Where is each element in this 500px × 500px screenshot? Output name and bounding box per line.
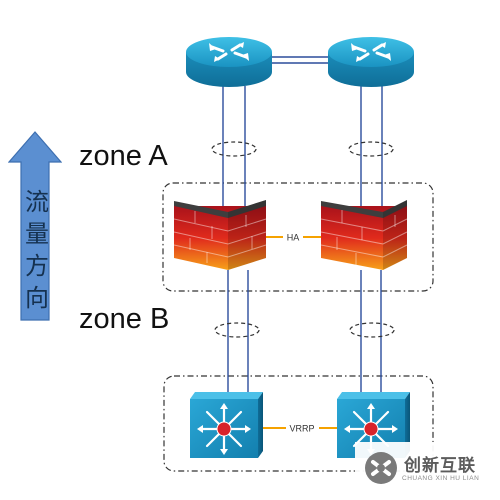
uplinks (222, 86, 383, 396)
flow-char: 量 (25, 220, 49, 248)
watermark: 创新互联 CHUANG XIN HU LIAN (355, 442, 500, 495)
firewall-icon (173, 200, 267, 270)
router-icon (328, 37, 414, 87)
layer3-switch-icon (190, 392, 263, 458)
zone-b-label: zone B (79, 303, 170, 335)
flow-char: 流 (25, 188, 49, 216)
vrrp-label: VRRP (289, 424, 314, 434)
firewall-icon (320, 200, 408, 270)
flow-direction-label: 流 量 方 向 (23, 186, 51, 314)
flow-char: 方 (25, 252, 49, 280)
ha-label: HA (287, 233, 300, 243)
firewall-group-box (162, 182, 434, 292)
up-arrow-icon (8, 131, 62, 321)
link-bundle-markers (211, 141, 395, 338)
vrrp-label-bg (286, 422, 319, 434)
router-interconnect (270, 56, 330, 64)
switch-group-box (163, 375, 434, 472)
watermark-subtext: CHUANG XIN HU LIAN (402, 475, 480, 482)
ha-label-bg (283, 231, 303, 243)
watermark-brand: 创新互联 (404, 456, 476, 476)
flow-char: 向 (25, 284, 49, 312)
logo-icon (365, 452, 397, 484)
router-icon (186, 37, 272, 87)
zone-a-label: zone A (79, 140, 168, 172)
